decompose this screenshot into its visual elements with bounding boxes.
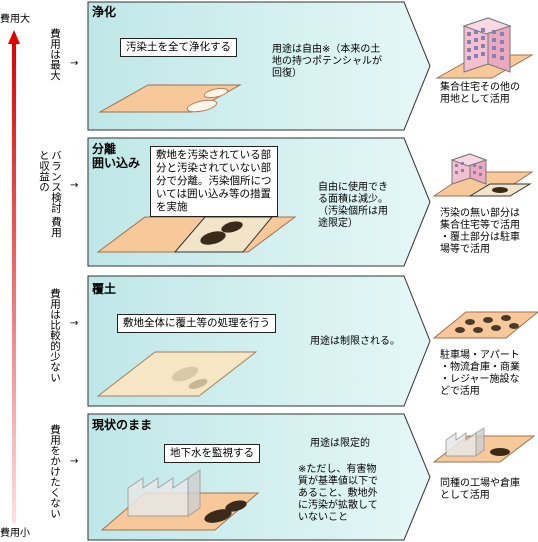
cost-label-row1: 費用は最大 <box>49 28 61 81</box>
desc-row2: 自由に使用できる面積は減少。（汚染個所は用途限定） <box>318 182 388 229</box>
apartment-building <box>450 153 488 185</box>
contamination-spot <box>492 187 508 193</box>
cost-label-row3: 費用は比較的少ない <box>49 288 61 383</box>
arrow-row4: → <box>70 456 79 467</box>
apartment-building <box>462 17 512 73</box>
contamination-spot <box>204 509 232 523</box>
factory-building <box>445 427 485 457</box>
method-box-row3: 敷地全体に覆土等の処理を行う <box>117 314 276 333</box>
site-plot <box>432 311 538 339</box>
contamination-spot <box>490 448 510 456</box>
section-title-row1: 浄化 <box>92 5 117 19</box>
covered-spot <box>171 366 199 382</box>
arrow-row1: → <box>70 58 79 69</box>
cost-axis <box>8 30 20 523</box>
axis-top-label: 費用大 <box>0 14 30 25</box>
use-row2: 汚染の無い部分は集合住宅等で活用・覆土部分は駐車場等で活用 <box>440 208 520 255</box>
use-row4: 同種の工場や倉庫として活用 <box>440 478 520 501</box>
note-row4: ※ただし、有害物質が基準値以下であること、敷地外に汚染が拡散していないこと <box>298 464 378 523</box>
method-box-row4: 地下水を監視する <box>164 444 260 463</box>
desc-row1: 用途は自由※（本来の土地の持つポテンシャルが回復） <box>272 44 382 79</box>
axis-bar <box>12 43 16 523</box>
use-row1: 集合住宅その他の用地として活用 <box>440 82 520 105</box>
contamination-spot <box>225 500 247 512</box>
arrow-row2: → <box>70 180 79 191</box>
axis-arrowhead <box>8 30 20 44</box>
section-title-row2: 分離囲い込み <box>92 142 141 170</box>
method-box-row1: 汚染土を全て浄化する <box>120 38 237 57</box>
purified-spot <box>186 99 218 113</box>
use-row3: 駐車場・アパート・物流倉庫・商業・レジャー施設などで活用 <box>440 350 520 397</box>
parked-cars <box>455 315 519 333</box>
section-title-row4: 現状のまま <box>92 418 153 432</box>
desc-row3: 用途は制限される。 <box>310 336 400 347</box>
axis-bottom-label: 費用小 <box>0 528 30 539</box>
contamination-spot <box>200 231 226 245</box>
factory-building <box>127 469 201 517</box>
covered-spot <box>188 378 208 390</box>
cost-label-row2: バランス検討 費用と収益の <box>38 150 62 238</box>
cost-label-row4: 費用をかけたくない <box>49 424 61 519</box>
arrow-row3: → <box>70 318 79 329</box>
desc-row4: 用途は限定的 <box>310 438 370 449</box>
section-title-row3: 覆土 <box>92 282 117 296</box>
contamination-spot <box>221 221 243 233</box>
land-plot <box>98 84 242 113</box>
purified-spot <box>203 87 229 99</box>
method-box-row2: 敷地を汚染されている部分と汚染されていない部分で分離。汚染個所については囲い込み… <box>150 146 278 217</box>
